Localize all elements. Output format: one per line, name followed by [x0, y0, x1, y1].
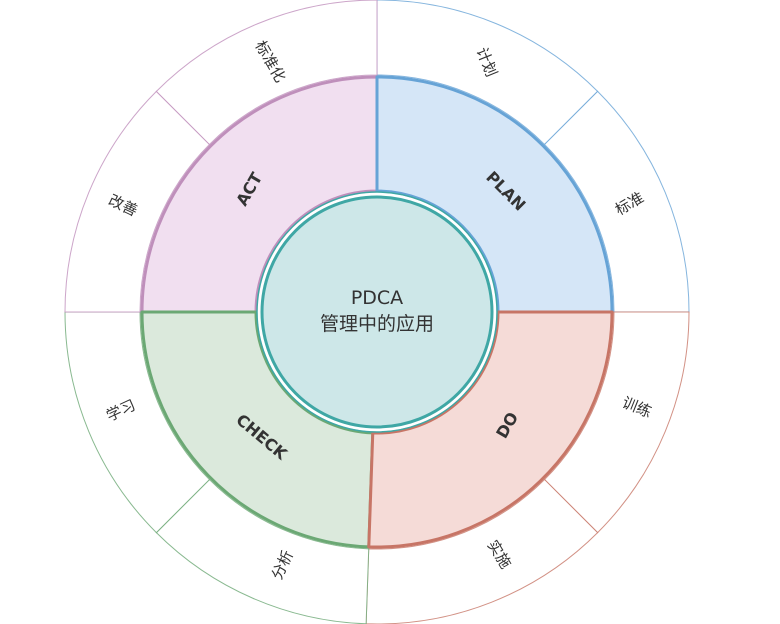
quadrant-check	[140, 310, 375, 549]
quadrant-do	[367, 310, 614, 549]
center-subtitle: 管理中的应用	[320, 313, 434, 335]
quadrant-act	[140, 75, 379, 314]
center-hub: PDCA 管理中的应用	[256, 191, 498, 433]
center-title: PDCA	[351, 287, 403, 309]
quadrant-ring	[140, 75, 614, 549]
center-outline	[256, 191, 498, 433]
outer-segment-act-standardize	[155, 0, 378, 146]
outer-ring	[64, 0, 690, 624]
quadrant-plan	[375, 75, 614, 314]
center-circle	[260, 195, 494, 429]
